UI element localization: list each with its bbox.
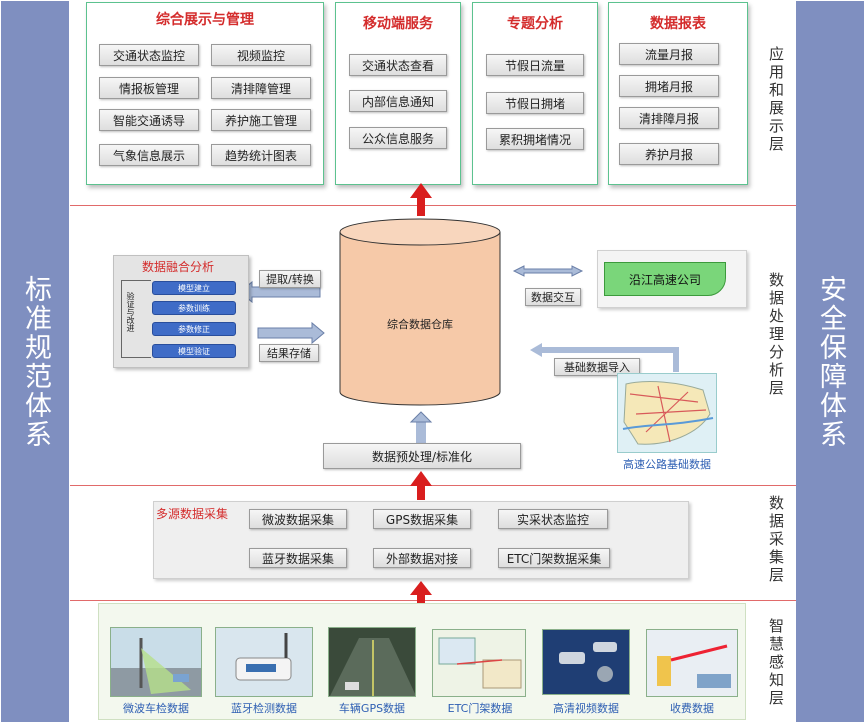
report-item-maintenance-monthly[interactable]: 养护月报	[619, 143, 719, 165]
collect-item-gps[interactable]: GPS数据采集	[373, 509, 471, 529]
separator-processing	[70, 485, 796, 486]
extract-transform-label: 提取/转换	[259, 270, 321, 288]
app-item-traffic-monitor[interactable]: 交通状态监控	[99, 44, 199, 66]
etc-gantry-image	[432, 629, 526, 697]
report-item-clearance-monthly[interactable]: 清排障月报	[619, 107, 719, 129]
perception-caption: ETC门架数据	[447, 702, 513, 715]
app-item-weather[interactable]: 气象信息展示	[99, 144, 199, 166]
collect-item-bluetooth[interactable]: 蓝牙数据采集	[249, 548, 347, 568]
group-title: 综合展示与管理	[156, 12, 254, 28]
mobile-item-internal-notice[interactable]: 内部信息通知	[349, 90, 447, 112]
security-system-panel: 安全保障体系	[796, 1, 864, 722]
app-item-clearance[interactable]: 清排障管理	[211, 77, 311, 99]
data-exchange-label: 数据交互	[525, 288, 581, 306]
layer-label-app: 应用和展示层	[767, 46, 785, 154]
separator-collection	[70, 600, 796, 601]
topic-item-holiday-congestion[interactable]: 节假日拥堵	[486, 92, 584, 114]
validation-loop	[121, 280, 151, 358]
group-title: 数据报表	[650, 16, 706, 32]
layer-label-collection: 数据采集层	[767, 495, 785, 585]
company-badge: 沿江高速公司	[604, 262, 726, 296]
group-title: 移动端服务	[363, 16, 433, 32]
perception-panel	[98, 603, 746, 720]
report-item-flow-monthly[interactable]: 流量月报	[619, 43, 719, 65]
mobile-item-public-info[interactable]: 公众信息服务	[349, 127, 447, 149]
collect-item-etc-gantry[interactable]: ETC门架数据采集	[498, 548, 610, 568]
microwave-detector-image	[110, 627, 202, 697]
app-item-info-board[interactable]: 情报板管理	[99, 77, 199, 99]
topic-item-cumulative-congestion[interactable]: 累积拥堵情况	[486, 128, 584, 150]
base-data-import-label: 基础数据导入	[554, 358, 640, 376]
fusion-step: 参数修正	[152, 322, 236, 336]
mobile-item-traffic-status[interactable]: 交通状态查看	[349, 54, 447, 76]
highway-map-image	[617, 373, 717, 453]
app-item-maintenance[interactable]: 养护施工管理	[211, 109, 311, 131]
fusion-step: 模型验证	[152, 344, 236, 358]
perception-caption: 收费数据	[670, 702, 714, 715]
app-item-guidance[interactable]: 智能交通诱导	[99, 109, 199, 131]
standards-system-panel: 标准规范体系	[1, 1, 69, 722]
topic-item-holiday-flow[interactable]: 节假日流量	[486, 54, 584, 76]
bluetooth-detector-image	[215, 627, 313, 697]
layer-label-processing: 数据处理分析层	[767, 272, 785, 398]
perception-caption: 高清视频数据	[553, 702, 619, 715]
app-item-trend-charts[interactable]: 趋势统计图表	[211, 144, 311, 166]
result-storage-label: 结果存储	[259, 344, 319, 362]
validation-loop-label: 验证与改进	[126, 292, 135, 332]
collection-title: 多源数据采集	[156, 507, 229, 521]
data-warehouse-cylinder	[339, 218, 501, 406]
app-item-video-monitor[interactable]: 视频监控	[211, 44, 311, 66]
perception-caption: 微波车检数据	[123, 702, 189, 715]
hd-video-image	[542, 629, 630, 695]
toll-image	[646, 629, 738, 697]
vehicle-gps-image	[328, 627, 416, 697]
preprocess-label: 数据预处理/标准化	[323, 443, 521, 469]
fusion-analysis-title: 数据融合分析	[142, 260, 215, 274]
collect-item-microwave[interactable]: 微波数据采集	[249, 509, 347, 529]
warehouse-label: 综合数据仓库	[387, 318, 453, 331]
highway-map-caption: 高速公路基础数据	[623, 458, 711, 471]
perception-caption: 蓝牙检测数据	[231, 702, 297, 715]
report-item-congestion-monthly[interactable]: 拥堵月报	[619, 75, 719, 97]
fusion-step: 参数训练	[152, 301, 236, 315]
group-title: 专题分析	[507, 16, 563, 32]
fusion-step: 模型建立	[152, 281, 236, 295]
perception-caption: 车辆GPS数据	[338, 702, 406, 715]
red-arrow-icons	[410, 183, 432, 608]
collect-item-external[interactable]: 外部数据对接	[373, 548, 471, 568]
collect-item-realtime-monitor[interactable]: 实采状态监控	[498, 509, 608, 529]
separator-app	[70, 205, 796, 206]
layer-label-perception: 智慧感知层	[767, 617, 785, 708]
